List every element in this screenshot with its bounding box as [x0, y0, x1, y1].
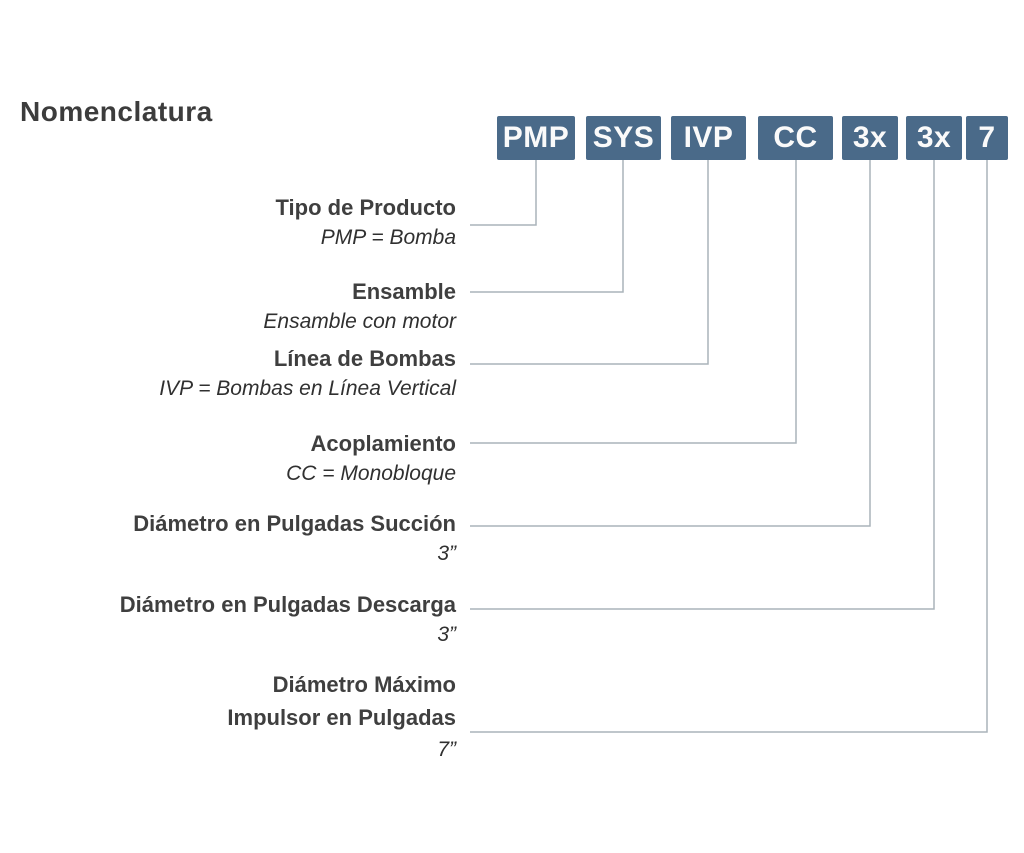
- value-ensamble: Ensamble con motor: [263, 310, 456, 333]
- value-linea-de-bombas: IVP = Bombas en Línea Vertical: [159, 377, 456, 400]
- label-diametro-descarga: Diámetro en Pulgadas Descarga: [119, 592, 456, 617]
- label-group-diametro-descarga: Diámetro en Pulgadas Descarga 3”: [120, 591, 456, 648]
- label-group-linea-de-bombas: Línea de Bombas IVP = Bombas en Línea Ve…: [159, 345, 456, 402]
- code-box-cc: CC: [758, 116, 833, 160]
- page-title: Nomenclatura: [20, 96, 213, 127]
- label-group-acoplamiento: Acoplamiento CC = Monobloque: [286, 430, 456, 487]
- code-box-3x-suction: 3x: [842, 116, 898, 160]
- code-box-pmp: PMP: [497, 116, 575, 160]
- label-diametro-maximo: Diámetro Máximo: [272, 672, 456, 697]
- label-impulsor-en-pulgadas: Impulsor en Pulgadas: [227, 705, 456, 730]
- label-group-diametro-succion: Diámetro en Pulgadas Succión 3”: [133, 510, 456, 567]
- connector-impulsor: [470, 160, 988, 733]
- connector-acoplamiento: [470, 160, 797, 444]
- value-tipo-de-producto: PMP = Bomba: [320, 226, 456, 249]
- connector-linea-de-bombas: [470, 160, 709, 365]
- connector-succion: [470, 160, 871, 527]
- label-acoplamiento: Acoplamiento: [310, 431, 456, 456]
- code-box-ivp: IVP: [671, 116, 746, 160]
- code-box-3x-discharge: 3x: [906, 116, 962, 160]
- label-group-ensamble: Ensamble Ensamble con motor: [263, 278, 456, 335]
- value-acoplamiento: CC = Monobloque: [286, 462, 456, 485]
- code-box-7: 7: [966, 116, 1008, 160]
- label-linea-de-bombas: Línea de Bombas: [273, 346, 456, 371]
- label-tipo-de-producto: Tipo de Producto: [275, 195, 456, 220]
- connector-tipo-de-producto: [470, 160, 537, 226]
- label-ensamble: Ensamble: [352, 279, 456, 304]
- value-diametro-descarga: 3”: [437, 623, 456, 646]
- connector-ensamble: [470, 160, 624, 293]
- label-group-diametro-impulsor: Diámetro Máximo Impulsor en Pulgadas 7”: [227, 671, 456, 763]
- connector-descarga: [470, 160, 935, 610]
- label-diametro-succion: Diámetro en Pulgadas Succión: [133, 511, 456, 536]
- value-diametro-succion: 3”: [437, 542, 456, 565]
- label-group-tipo-de-producto: Tipo de Producto PMP = Bomba: [276, 194, 456, 251]
- value-diametro-impulsor: 7”: [437, 738, 456, 761]
- code-box-sys: SYS: [586, 116, 661, 160]
